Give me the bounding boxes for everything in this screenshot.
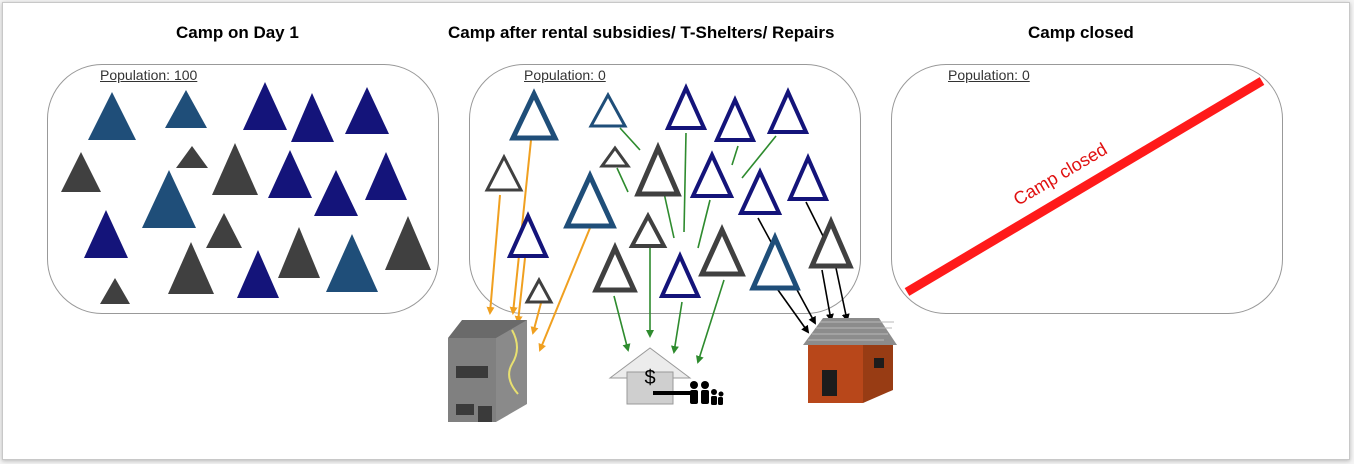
day1-tents	[61, 82, 431, 304]
tent-icon	[713, 95, 757, 142]
tent-icon	[588, 91, 628, 128]
panel-title-day1: Camp on Day 1	[176, 23, 299, 42]
dollar-sign: $	[644, 367, 655, 389]
camp-closed-panel	[891, 64, 1283, 314]
tent-icon	[212, 143, 258, 195]
relocated-tents	[484, 83, 854, 304]
camp-closed-strike: Camp closed	[904, 77, 1265, 296]
tent-icon	[345, 87, 389, 134]
tent-icon	[698, 223, 746, 277]
tent-icon	[484, 153, 524, 192]
tent-icon	[88, 92, 136, 140]
tent-icon	[291, 93, 334, 142]
panel-title-closed: Camp closed	[1028, 23, 1134, 42]
tent-icon	[737, 167, 783, 215]
population-day1: Population: 100	[100, 67, 198, 83]
tent-icon	[326, 234, 378, 292]
tent-icon	[168, 242, 214, 294]
tent-icon	[365, 152, 407, 200]
tent-icon	[100, 278, 130, 304]
tent-icon	[385, 216, 431, 270]
tent-icon	[766, 87, 810, 134]
camp-subsidies-panel	[469, 64, 861, 314]
tent-icon	[634, 141, 682, 197]
apartment-building-icon	[448, 320, 527, 422]
t-shelter-house-icon	[803, 318, 897, 403]
tent-icon	[658, 251, 702, 298]
population-closed: Population: 0	[948, 67, 1030, 83]
tent-icon	[314, 170, 358, 216]
camp-day1-panel	[47, 64, 439, 314]
tent-icon	[84, 210, 128, 258]
tent-icon	[808, 215, 854, 269]
rental-house-icon: $	[608, 347, 692, 405]
tent-icon	[524, 276, 554, 304]
tent-icon	[237, 250, 279, 298]
tent-icon	[592, 241, 638, 293]
tent-icon	[176, 146, 208, 168]
tent-icon	[599, 145, 631, 168]
tent-icon	[509, 88, 559, 141]
green-arrows	[613, 127, 777, 364]
tent-icon	[278, 227, 320, 278]
tent-icon	[506, 211, 550, 258]
tent-icon	[243, 82, 287, 130]
tent-icon	[563, 170, 617, 229]
family-icon	[653, 381, 724, 405]
tent-icon	[268, 150, 312, 198]
tent-icon	[664, 83, 708, 130]
panel-title-subsidies: Camp after rental subsidies/ T-Shelters/…	[448, 23, 835, 42]
tent-icon	[61, 152, 101, 192]
tent-icon	[786, 153, 830, 201]
tent-icon	[749, 231, 801, 291]
tent-icon	[689, 150, 735, 198]
tent-icon	[206, 213, 242, 248]
tent-icon	[628, 211, 668, 248]
tent-icon	[142, 170, 196, 228]
population-subsidies: Population: 0	[524, 67, 606, 83]
tent-icon	[165, 90, 207, 128]
